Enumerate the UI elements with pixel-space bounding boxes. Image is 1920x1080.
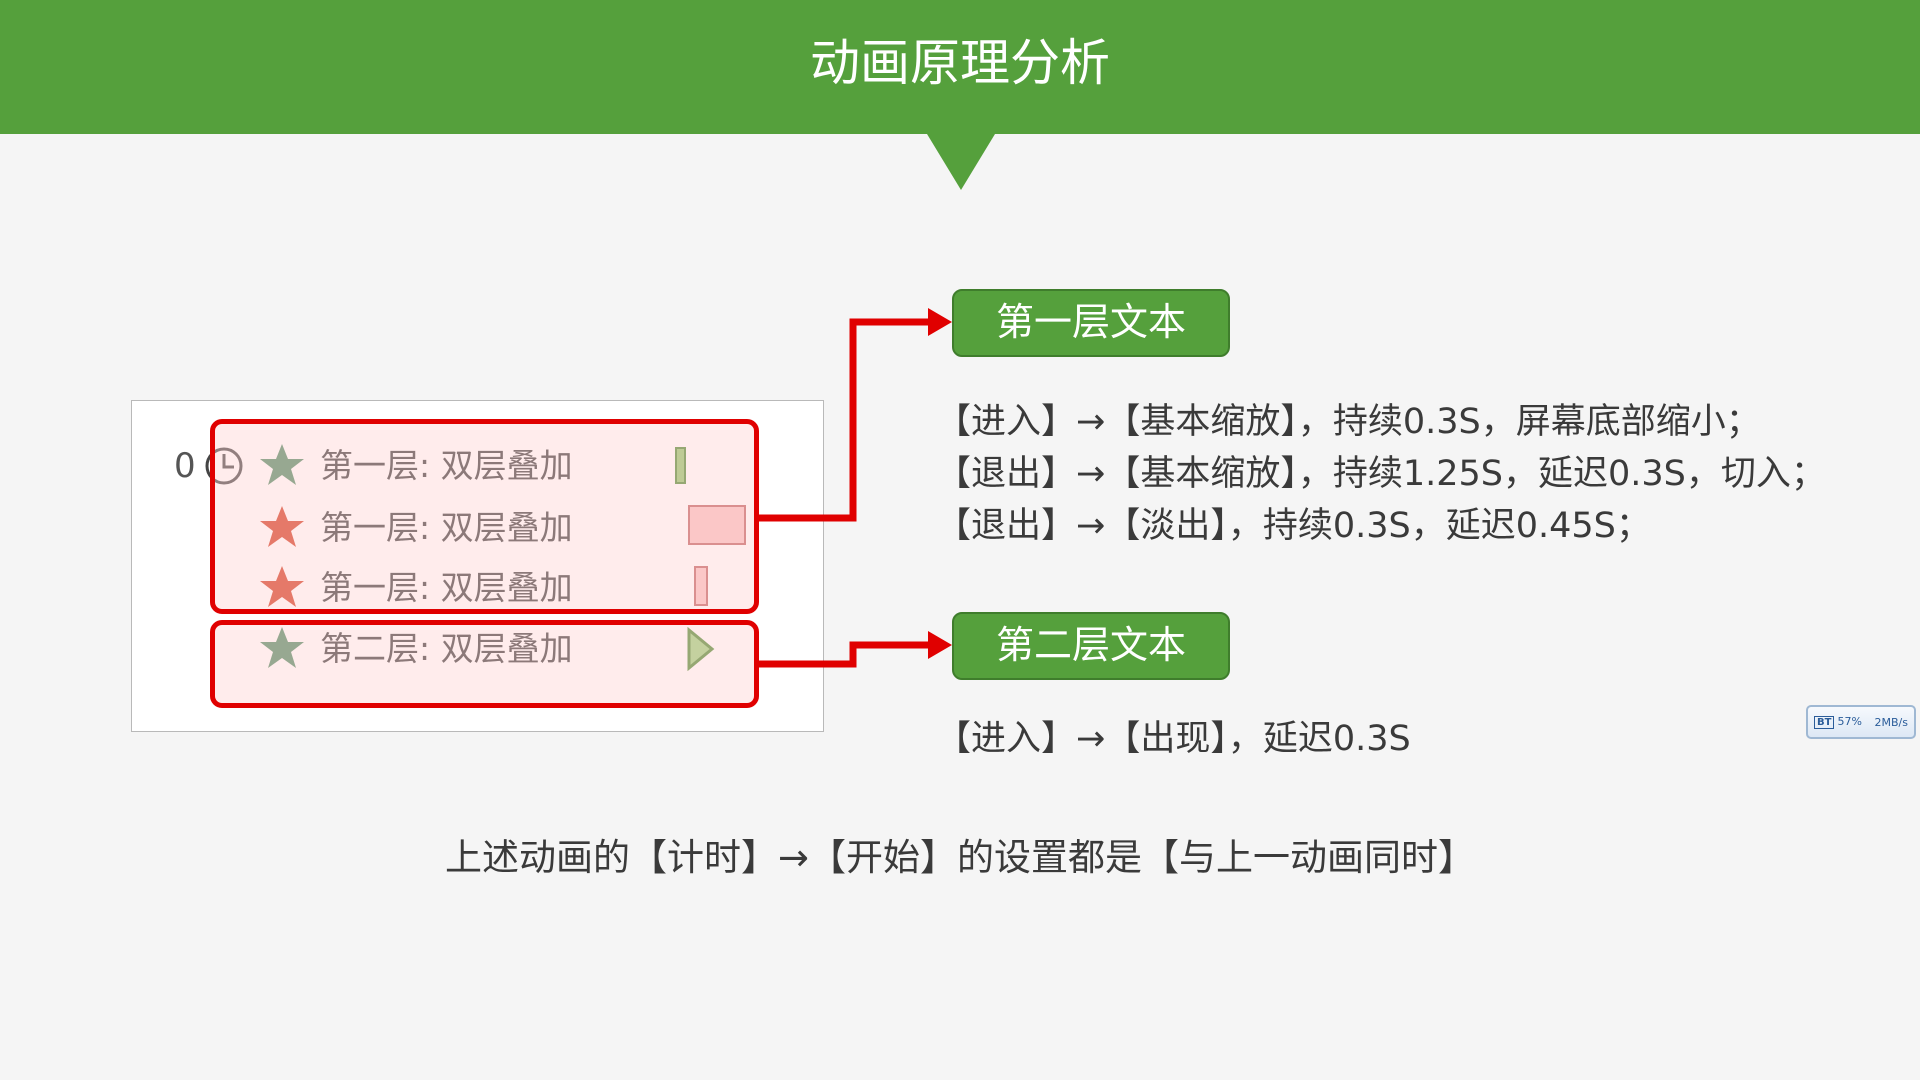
bt-badge: BT [1814, 716, 1835, 729]
animation-row-label[interactable]: 第一层: 双层叠加 [320, 508, 573, 547]
layer1-line: 【进入】→【基本缩放】，持续0.3S，屏幕底部缩小； [936, 402, 1761, 442]
animation-row-label[interactable]: 第一层: 双层叠加 [320, 446, 573, 485]
timing-note: 上述动画的【计时】→【开始】的设置都是【与上一动画同时】 [444, 836, 1475, 879]
star-icon [260, 566, 304, 607]
play-triangle-icon[interactable] [686, 627, 716, 671]
slide-header: 动画原理分析 [0, 0, 1920, 134]
layer2-highlight-box [210, 620, 759, 708]
animation-order-number: 0 [174, 446, 196, 486]
star-icon [260, 506, 304, 547]
layer1-label: 第一层文本 [952, 289, 1230, 357]
slide-title: 动画原理分析 [810, 34, 1110, 92]
animation-row-label[interactable]: 第二层: 双层叠加 [320, 629, 573, 668]
layer1-line: 【退出】→【基本缩放】，持续1.25S，延迟0.3S，切入； [936, 454, 1826, 494]
layer1-highlight-box [210, 419, 759, 614]
star-icon [260, 627, 304, 668]
animation-pane [131, 400, 824, 732]
header-pointer [927, 134, 995, 190]
timeline-bar[interactable] [675, 447, 686, 484]
timeline-bar[interactable] [688, 505, 746, 545]
widget-speed: 2MB/s [1874, 715, 1908, 729]
clock-icon [205, 447, 243, 485]
timeline-bar[interactable] [694, 566, 708, 606]
layer2-label: 第二层文本 [952, 612, 1230, 680]
layer1-line: 【退出】→【淡出】，持续0.3S，延迟0.45S； [936, 506, 1651, 546]
animation-row-label[interactable]: 第一层: 双层叠加 [320, 568, 573, 607]
layer2-line: 【进入】→【出现】，延迟0.3S [936, 719, 1411, 759]
widget-percent: 57% [1837, 715, 1862, 728]
star-icon [260, 444, 304, 485]
